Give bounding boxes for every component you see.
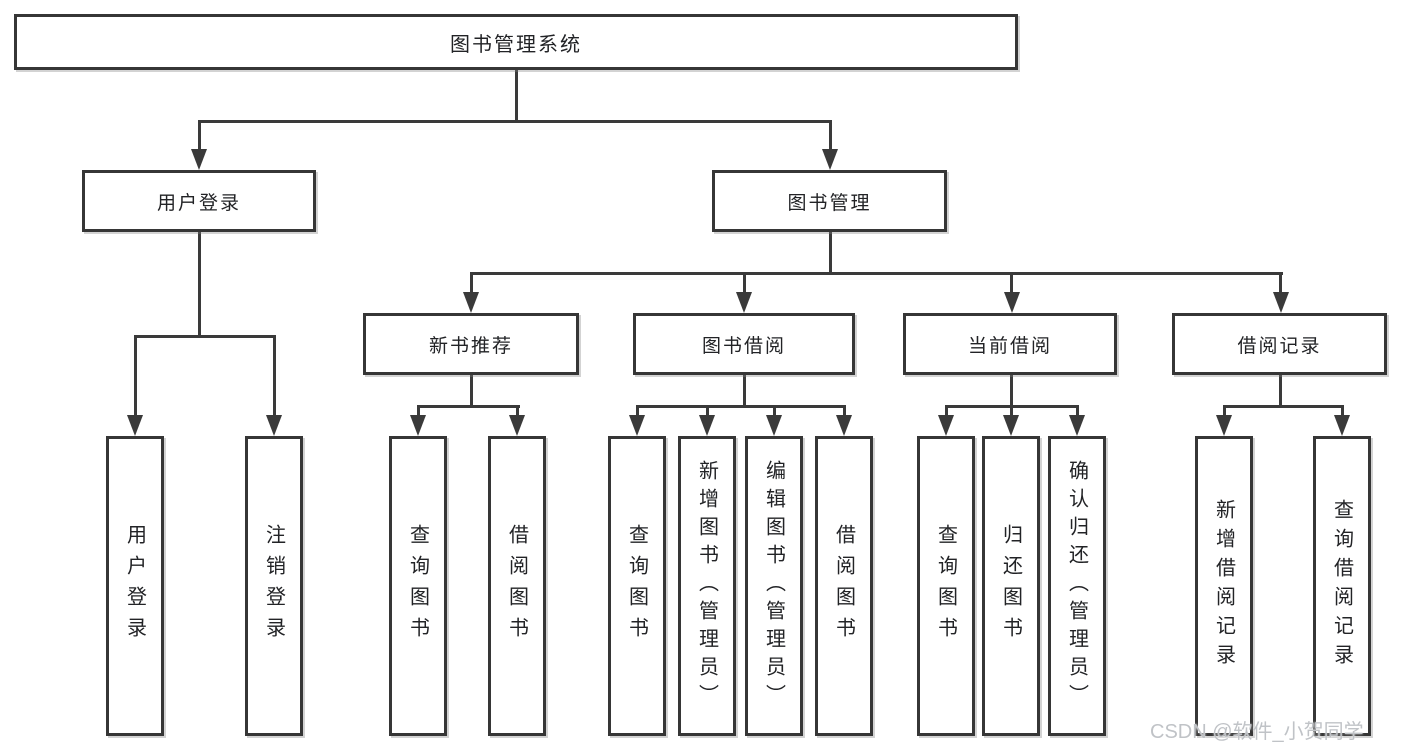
leaf-query-borrow-record: 查询借阅记录 — [1313, 436, 1371, 736]
leaf-label: 借阅图书 — [505, 524, 528, 648]
arrow-down-icon — [509, 415, 525, 436]
connector-book-borrow-bus — [636, 405, 846, 408]
leaf-borrow-books: 借阅图书 — [815, 436, 873, 736]
leaf-add-borrow-record: 新增借阅记录 — [1195, 436, 1253, 736]
arrow-down-icon — [1273, 292, 1289, 313]
arrow-down-icon — [938, 415, 954, 436]
connector-book-management-bus — [470, 272, 1283, 275]
arrow-down-icon — [1216, 415, 1232, 436]
connector-stem-book-management — [829, 120, 832, 151]
connector-stem-leaf — [1341, 405, 1344, 418]
arrow-down-icon — [1334, 415, 1350, 436]
leaf-label: 查询图书 — [934, 524, 957, 648]
arrow-down-icon — [736, 292, 752, 313]
leaf-query-books-recommend: 查询图书 — [389, 436, 447, 736]
leaf-return-books: 归还图书 — [982, 436, 1040, 736]
connector-stem-leaf-logout — [273, 335, 276, 417]
connector-stem-leaf — [1076, 405, 1079, 418]
arrow-down-icon — [463, 292, 479, 313]
node-label: 图书管理 — [787, 192, 872, 214]
connector-root-stem — [515, 70, 518, 122]
connector-stem-leaf — [1010, 405, 1013, 418]
node-label: 借阅记录 — [1237, 335, 1322, 357]
connector-stem-current-borrow — [1010, 272, 1013, 294]
node-library-management-system: 图书管理系统 — [14, 14, 1018, 70]
leaf-edit-books-admin: 编辑图书（管理员） — [745, 436, 803, 736]
connector-stem-user-login — [198, 120, 201, 151]
arrow-down-icon — [266, 415, 282, 436]
leaf-user-login: 用户登录 — [106, 436, 164, 736]
leaf-query-books-current: 查询图书 — [917, 436, 975, 736]
connector-stem-leaf-login — [134, 335, 137, 417]
leaf-borrow-books-recommend: 借阅图书 — [488, 436, 546, 736]
arrow-down-icon — [127, 415, 143, 436]
leaf-add-books-admin: 新增图书（管理员） — [678, 436, 736, 736]
arrow-down-icon — [1069, 415, 1085, 436]
arrow-down-icon — [699, 415, 715, 436]
connector-stem-leaf — [636, 405, 639, 418]
connector-stem-leaf — [1223, 405, 1226, 418]
node-book-management: 图书管理 — [712, 170, 947, 232]
leaf-label: 查询借阅记录 — [1330, 499, 1353, 673]
connector-borrow-records-stem — [1279, 375, 1282, 407]
leaf-label: 借阅图书 — [832, 524, 855, 648]
node-new-book-recommendation: 新书推荐 — [363, 313, 579, 375]
connector-stem-leaf — [706, 405, 709, 418]
node-label: 图书管理系统 — [450, 33, 582, 56]
connector-book-borrow-stem — [743, 375, 746, 407]
node-label: 当前借阅 — [967, 335, 1052, 357]
connector-stem-leaf — [945, 405, 948, 418]
connector-new-book-stem — [470, 375, 473, 407]
arrow-down-icon — [410, 415, 426, 436]
arrow-down-icon — [1004, 292, 1020, 313]
node-label: 用户登录 — [156, 192, 241, 214]
node-label: 图书借阅 — [701, 335, 786, 357]
node-current-borrowing: 当前借阅 — [903, 313, 1117, 375]
connector-book-management-stem — [829, 232, 832, 275]
node-book-borrowing: 图书借阅 — [633, 313, 855, 375]
connector-current-borrow-stem — [1010, 375, 1013, 407]
connector-borrow-records-bus — [1223, 405, 1344, 408]
connector-stem-borrow-records — [1279, 272, 1282, 294]
arrow-down-icon — [1003, 415, 1019, 436]
arrow-down-icon — [629, 415, 645, 436]
arrow-down-icon — [836, 415, 852, 436]
connector-stem-leaf — [773, 405, 776, 418]
connector-stem-leaf — [417, 405, 420, 418]
leaf-query-books-borrow: 查询图书 — [608, 436, 666, 736]
node-borrowing-records: 借阅记录 — [1172, 313, 1387, 375]
node-user-login: 用户登录 — [82, 170, 316, 232]
connector-new-book-bus — [417, 405, 520, 408]
connector-user-login-stem — [198, 232, 201, 338]
arrow-down-icon — [191, 149, 207, 170]
leaf-label: 新增借阅记录 — [1212, 499, 1235, 673]
connector-stem-book-borrow — [743, 272, 746, 294]
connector-stem-leaf — [516, 405, 519, 418]
leaf-label: 确认归还（管理员） — [1065, 460, 1088, 712]
leaf-confirm-return-admin: 确认归还（管理员） — [1048, 436, 1106, 736]
leaf-label: 新增图书（管理员） — [695, 460, 718, 712]
leaf-label: 查询图书 — [406, 524, 429, 648]
connector-stem-new-book — [470, 272, 473, 294]
arrow-down-icon — [766, 415, 782, 436]
arrow-down-icon — [822, 149, 838, 170]
connector-user-login-bus — [134, 335, 276, 338]
node-label: 新书推荐 — [428, 335, 513, 357]
connector-stem-leaf — [843, 405, 846, 418]
csdn-watermark: CSDN @软件_小贺同学 — [1150, 721, 1364, 743]
leaf-logout: 注销登录 — [245, 436, 303, 736]
leaf-label: 查询图书 — [625, 524, 648, 648]
leaf-label: 归还图书 — [999, 524, 1022, 648]
connector-root-bus — [198, 120, 832, 123]
leaf-label: 编辑图书（管理员） — [762, 460, 785, 712]
leaf-label: 注销登录 — [262, 524, 285, 648]
leaf-label: 用户登录 — [123, 524, 146, 648]
